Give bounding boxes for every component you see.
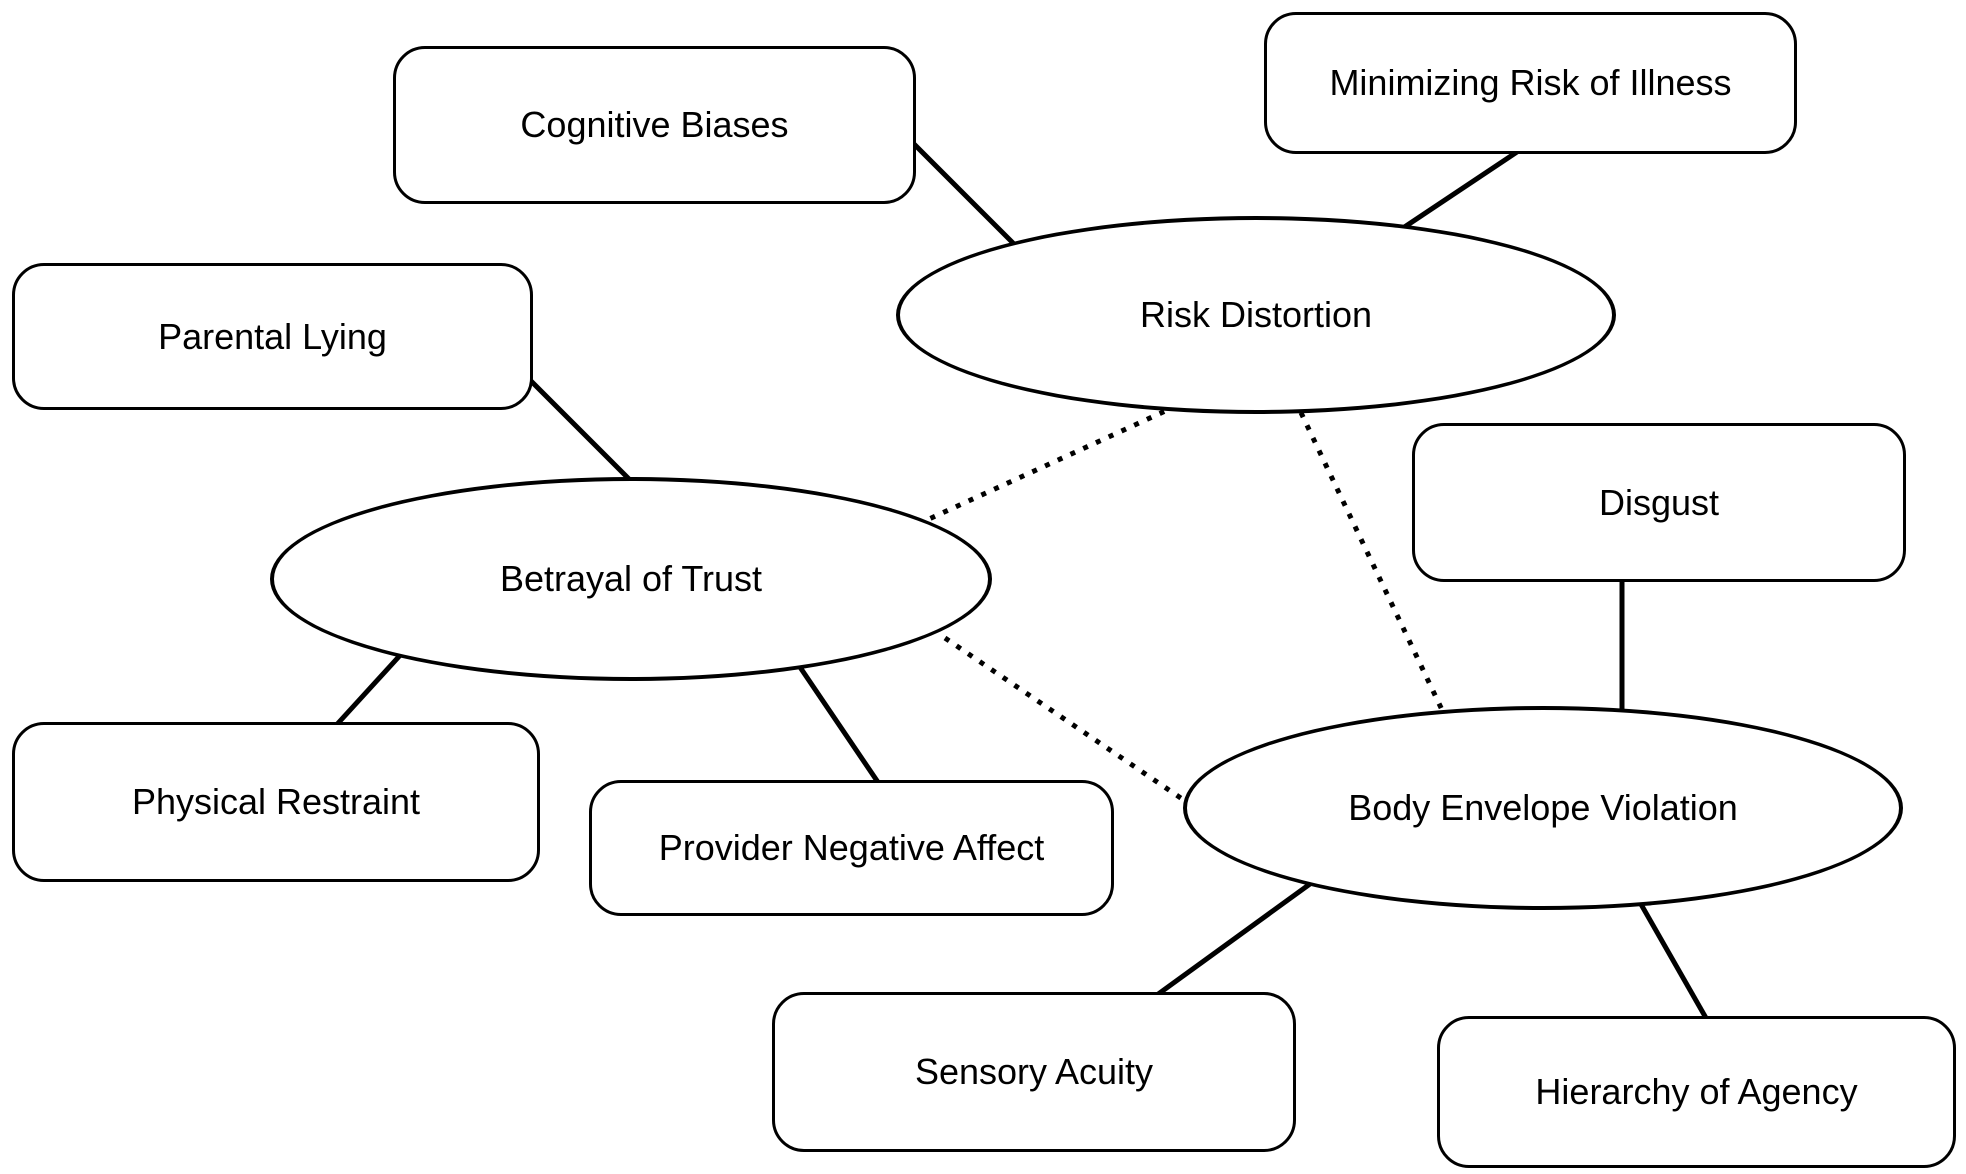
node-disgust: Disgust (1412, 423, 1906, 582)
node-parental-lying: Parental Lying (12, 263, 533, 410)
node-physical-restraint-label: Physical Restraint (131, 781, 421, 823)
node-disgust-label: Disgust (1598, 481, 1720, 523)
edge-risk-distortion-body-envelope-violation-dotted (1292, 398, 1465, 754)
node-provider-negative-affect-label: Provider Negative Affect (658, 827, 1045, 869)
node-hierarchy-of-agency: Hierarchy of Agency (1437, 1016, 1956, 1168)
edge-betrayal-of-trust-risk-distortion-dotted (903, 399, 1187, 533)
node-sensory-acuity: Sensory Acuity (772, 992, 1296, 1152)
node-sensory-acuity-label: Sensory Acuity (914, 1051, 1154, 1093)
edge-betrayal-of-trust-provider-negative-affect (782, 643, 893, 802)
node-betrayal-of-trust: Betrayal of Trust (270, 477, 992, 681)
node-minimizing-risk-of-illness: Minimizing Risk of Illness (1264, 12, 1797, 154)
edge-parental-lying-betrayal-of-trust (516, 366, 634, 484)
edge-body-envelope-violation-sensory-acuity (1148, 865, 1334, 1003)
node-risk-distortion-label: Risk Distortion (1139, 294, 1373, 336)
node-cognitive-biases: Cognitive Biases (393, 46, 916, 204)
node-risk-distortion: Risk Distortion (896, 216, 1616, 414)
node-minimizing-risk-of-illness-label: Minimizing Risk of Illness (1329, 62, 1732, 104)
node-betrayal-of-trust-label: Betrayal of Trust (499, 558, 763, 600)
node-hierarchy-of-agency-label: Hierarchy of Agency (1535, 1071, 1858, 1113)
node-cognitive-biases-label: Cognitive Biases (520, 104, 789, 146)
node-parental-lying-label: Parental Lying (158, 315, 387, 357)
node-body-envelope-violation-label: Body Envelope Violation (1348, 787, 1738, 829)
edge-minimizing-risk-risk-distortion (1398, 137, 1537, 233)
node-provider-negative-affect: Provider Negative Affect (589, 780, 1114, 916)
edge-cognitive-biases-risk-distortion (893, 123, 1032, 262)
node-body-envelope-violation: Body Envelope Violation (1183, 706, 1903, 910)
node-physical-restraint: Physical Restraint (12, 722, 540, 882)
